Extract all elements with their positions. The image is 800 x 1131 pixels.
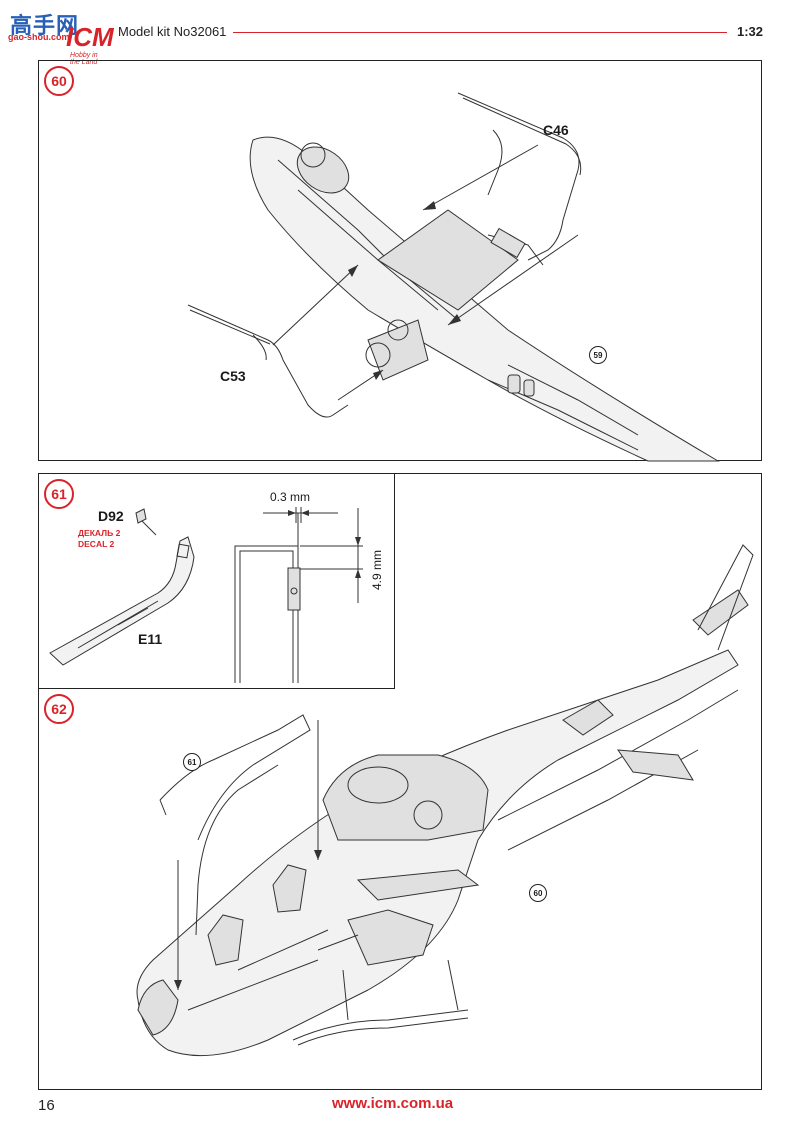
logo-chinese-text: 高手网 [10,13,80,38]
step-62-badge: 62 [44,694,74,724]
footer-url: www.icm.com.ua [332,1095,454,1112]
step-61-reference: 61 [183,753,201,771]
step-60-reference: 60 [529,884,547,902]
logo-tagline: Hobby in the Land [70,52,98,66]
step-61-part-drawing [49,508,195,666]
part-d92-label: D92 [98,508,124,524]
scale-label: 1:32 [737,24,764,39]
dimension-0-3mm: 0.3 mm [270,490,311,504]
part-c53-label: C53 [220,368,246,384]
step-62-helicopter-drawing [136,544,754,1057]
icm-logo: 高手网 gao-shou.com ICM Hobby in the Land [6,6,114,66]
step-60-helicopter-drawing [187,92,720,462]
kit-number: Model kit No32061 [118,24,227,39]
decal-label-ru: ДЕКАЛЬ 2 [78,528,121,538]
step-59-reference: 59 [589,346,607,364]
step-61-panel [38,473,395,689]
page-number: 16 [38,1097,55,1114]
part-c46-label: C46 [543,122,569,138]
step-62-panel [38,688,762,1090]
logo-brand: ICM [66,22,114,52]
part-e11-label: E11 [138,631,163,647]
step-60-panel [38,60,762,461]
step-61-dimension-drawing [234,507,363,683]
step-62-frame-right [394,473,762,689]
decal-label-en: DECAL 2 [78,539,115,549]
header-divider [233,32,727,33]
step-61-badge: 61 [44,479,74,509]
step-60-badge: 60 [44,66,74,96]
logo-url-text: gao-shou.com [8,32,70,42]
